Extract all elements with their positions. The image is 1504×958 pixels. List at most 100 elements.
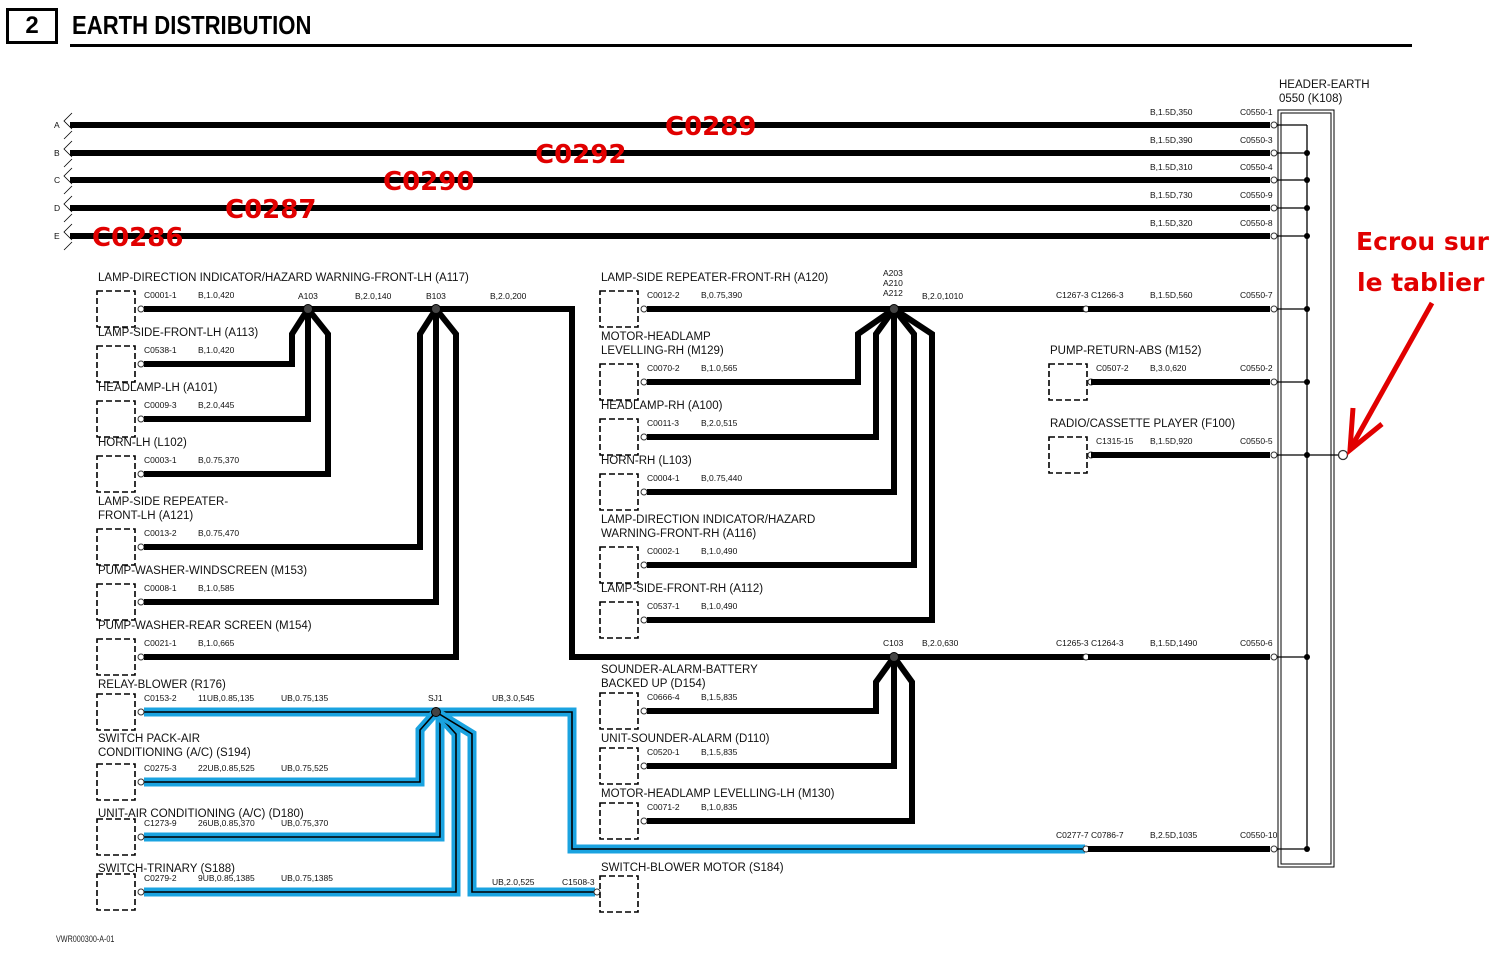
pin-label: C0070-2 bbox=[647, 363, 680, 373]
pin-label: C0537-1 bbox=[647, 601, 680, 611]
wire-spec: 22UB,0.85,525 bbox=[198, 763, 255, 773]
annotation-arrowhead-icon bbox=[1347, 407, 1384, 456]
component-name: SWITCH-BLOWER MOTOR (S184) bbox=[601, 862, 784, 874]
section-number: 2 bbox=[6, 8, 58, 44]
header-pin-icon bbox=[1270, 149, 1278, 157]
component-name: RELAY-BLOWER (R176) bbox=[98, 679, 226, 691]
connector-pin-icon bbox=[137, 778, 145, 786]
component-name: CONDITIONING (A/C) (S194) bbox=[98, 747, 251, 759]
pin-label: C0004-1 bbox=[647, 473, 680, 483]
component-name: HORN-LH (L102) bbox=[98, 437, 187, 449]
header-pin-label: C0550-5 bbox=[1240, 436, 1273, 446]
component-name: LAMP-DIRECTION INDICATOR/HAZARD WARNING-… bbox=[98, 272, 469, 284]
component-name: HEADLAMP-RH (A100) bbox=[601, 400, 723, 412]
wire-spec: 9UB,0.85,1385 bbox=[198, 873, 255, 883]
connector-pin-icon bbox=[137, 543, 145, 551]
wire-spec: B,2.0,445 bbox=[198, 400, 235, 410]
break-mark-icon bbox=[63, 241, 73, 251]
junction-dot-icon bbox=[1304, 205, 1310, 211]
component-name: BACKED UP (D154) bbox=[601, 678, 706, 690]
break-mark-icon bbox=[63, 130, 73, 140]
bus-letter: A bbox=[54, 120, 60, 130]
connector-pin-icon bbox=[137, 360, 145, 368]
component-name: SOUNDER-ALARM-BATTERY bbox=[601, 664, 758, 676]
pin-label: C0538-1 bbox=[144, 345, 177, 355]
branch-wire bbox=[647, 655, 897, 714]
header-pin-icon bbox=[1270, 845, 1278, 853]
pin-label: C0021-1 bbox=[144, 638, 177, 648]
bus-letter: C bbox=[54, 175, 60, 185]
pin-label: C1273-9 bbox=[144, 818, 177, 828]
wire-spec: UB,0.75,1385 bbox=[281, 873, 333, 883]
junction-dot-icon bbox=[1304, 654, 1310, 660]
header-pin-label: C0550-1 bbox=[1240, 107, 1273, 117]
connector-pin-icon bbox=[640, 305, 648, 313]
header-earth-inner bbox=[1280, 112, 1332, 865]
component-box-icon bbox=[599, 363, 639, 401]
annotation-arrow-icon bbox=[1349, 301, 1435, 448]
wire-spec: B,1.5D,560 bbox=[1150, 290, 1193, 300]
splice-A212-icon bbox=[889, 304, 899, 314]
component-name: UNIT-AIR CONDITIONING (A/C) (D180) bbox=[98, 808, 304, 820]
connector-pin-icon bbox=[137, 708, 145, 716]
header-pin-icon bbox=[1270, 176, 1278, 184]
branch-wire bbox=[647, 307, 917, 568]
pin-label: C0008-1 bbox=[144, 583, 177, 593]
wire-spec: B,0.75,390 bbox=[701, 290, 742, 300]
component-box-icon bbox=[599, 290, 639, 328]
blue-wire bbox=[144, 712, 441, 838]
connector-pin-icon bbox=[137, 305, 145, 313]
break-mark-icon bbox=[63, 195, 73, 213]
header-pin-icon bbox=[1270, 451, 1278, 459]
page-title: EARTH DISTRIBUTION bbox=[72, 10, 312, 40]
pin-label: C0520-1 bbox=[647, 747, 680, 757]
splice-label: A203 bbox=[883, 268, 903, 278]
pin-label: C1508-3 bbox=[562, 877, 595, 887]
header-pin-icon bbox=[1270, 378, 1278, 386]
component-box-icon bbox=[599, 747, 639, 785]
branch-wire bbox=[144, 307, 459, 660]
component-box-icon bbox=[1048, 363, 1088, 401]
connector-pin-icon bbox=[137, 598, 145, 606]
connector-pin-icon bbox=[593, 888, 601, 896]
connector-tag-annotation: C0289 bbox=[665, 112, 756, 142]
component-name: WARNING-FRONT-RH (A116) bbox=[601, 528, 756, 540]
splice-label: A103 bbox=[298, 291, 318, 301]
pin-label: C0153-2 bbox=[144, 693, 177, 703]
pin-label: C0277-7 C0786-7 bbox=[1056, 830, 1124, 840]
component-name: HORN-RH (L103) bbox=[601, 455, 692, 467]
splice-label: B103 bbox=[426, 291, 446, 301]
splice-C103-icon bbox=[889, 652, 899, 662]
wire-spec: B,1.0,490 bbox=[701, 546, 738, 556]
pin-label: C0009-3 bbox=[144, 400, 177, 410]
component-name: PUMP-RETURN-ABS (M152) bbox=[1050, 345, 1202, 357]
break-mark-icon bbox=[63, 167, 73, 185]
component-name: LAMP-SIDE-FRONT-RH (A112) bbox=[601, 583, 763, 595]
component-box-icon bbox=[599, 546, 639, 584]
wire-spec: B,2.5D,1035 bbox=[1150, 830, 1198, 840]
wire-spec: B,1.5D,350 bbox=[1150, 107, 1193, 117]
component-box-icon bbox=[599, 418, 639, 456]
wire-spec: UB,0.75,135 bbox=[281, 693, 329, 703]
wire-spec: B,0.75,440 bbox=[701, 473, 742, 483]
wire-spec: B,1.0,665 bbox=[198, 638, 235, 648]
component-name: UNIT-SOUNDER-ALARM (D110) bbox=[601, 733, 770, 745]
connector-tag-annotation: C0287 bbox=[225, 195, 316, 225]
black-wires-layer bbox=[63, 112, 1278, 896]
wire-spec: B,1.5,835 bbox=[701, 747, 738, 757]
branch-wire bbox=[647, 309, 897, 495]
blue-trunk-wire bbox=[436, 711, 1085, 850]
break-mark-icon bbox=[63, 223, 73, 241]
wire-spec: B,2.0,140 bbox=[355, 291, 392, 301]
wire-spec: B,1.5D,320 bbox=[1150, 218, 1193, 228]
branch-wire bbox=[647, 657, 897, 769]
branch-wire bbox=[144, 307, 439, 550]
pin-label: C0071-2 bbox=[647, 802, 680, 812]
connector-pin-icon bbox=[137, 415, 145, 423]
component-box-icon bbox=[96, 818, 136, 856]
break-mark-icon bbox=[63, 140, 73, 158]
connector-pin-icon bbox=[640, 616, 648, 624]
blue-wires-layer bbox=[144, 707, 1085, 897]
